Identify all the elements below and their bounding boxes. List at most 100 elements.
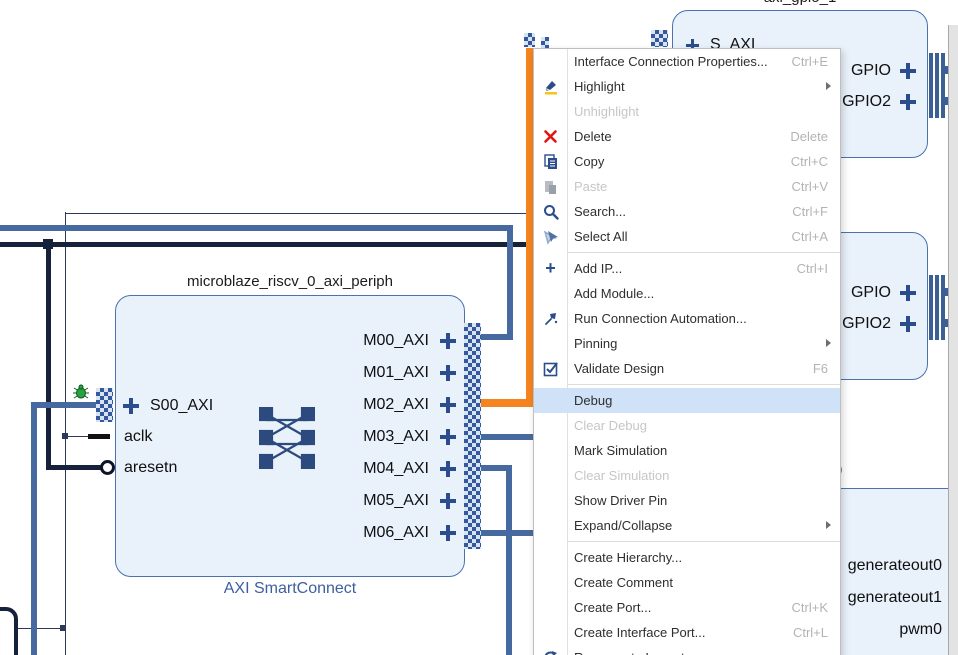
menu-item-label: Add IP...	[574, 261, 623, 276]
refresh-icon	[542, 649, 559, 655]
expand-interface-icon[interactable]	[439, 492, 457, 510]
net-thin-aclk[interactable]	[65, 436, 92, 437]
menu-item-run-connection-automation[interactable]: Run Connection Automation...	[534, 306, 840, 331]
wire-s00[interactable]	[34, 402, 98, 408]
expand-interface-icon[interactable]	[439, 460, 457, 478]
interface-dots	[464, 419, 481, 453]
menu-item-add-module[interactable]: Add Module...	[534, 281, 840, 306]
wire-m06[interactable]	[481, 530, 533, 536]
menu-item-label: Copy	[574, 154, 605, 169]
wire-m02-highlighted[interactable]	[481, 399, 533, 407]
port-m04_axi[interactable]: M04_AXI	[363, 458, 457, 480]
menu-item-label: Clear Debug	[574, 418, 647, 433]
menu-separator	[534, 381, 840, 388]
menu-item-create-hierarchy[interactable]: Create Hierarchy...	[534, 545, 840, 570]
port-gpio2[interactable]: GPIO2	[842, 315, 891, 332]
net-aresetn[interactable]	[46, 465, 102, 470]
menu-item-label: Select All	[574, 229, 628, 244]
port-gpio[interactable]: GPIO	[850, 284, 891, 301]
port-pwm0[interactable]: pwm0	[660, 619, 942, 641]
port-generateout1[interactable]: generateout1	[660, 587, 942, 609]
port-m00_axi[interactable]: M00_AXI	[363, 330, 457, 352]
wire-m02-highlighted-vertical[interactable]	[526, 48, 533, 407]
interface-dots	[541, 37, 549, 48]
interface-dots	[464, 483, 481, 517]
expand-interface-icon[interactable]	[899, 315, 917, 333]
submenu-arrow-icon	[826, 82, 831, 90]
menu-item-create-port[interactable]: Create Port...Ctrl+K	[534, 595, 840, 620]
automation-icon	[542, 310, 559, 327]
net-reset-horizontal[interactable]	[0, 242, 527, 247]
menu-item-unhighlight: Unhighlight	[534, 99, 840, 124]
expand-interface-icon[interactable]	[899, 93, 917, 111]
wire-m00-vertical[interactable]	[507, 225, 513, 337]
net-reset-vertical[interactable]	[46, 242, 51, 470]
menu-item-create-comment[interactable]: Create Comment	[534, 570, 840, 595]
menu-item-label: Create Comment	[574, 575, 673, 590]
smartconnect-block[interactable]: S00_AXI aclk aresetn M00_AXI M01_AXI M02_A…	[115, 295, 465, 577]
menu-item-regenerate-layout[interactable]: Regenerate Layout	[534, 645, 840, 655]
menu-item-label: Debug	[574, 393, 613, 408]
menu-shortcut: Ctrl+F	[792, 204, 828, 219]
canvas-edge-strip	[948, 25, 958, 655]
port-aclk[interactable]: aclk	[124, 428, 153, 445]
menu-item-create-interface-port[interactable]: Create Interface Port...Ctrl+L	[534, 620, 840, 645]
net-thin-horizontal-top[interactable]	[65, 213, 527, 214]
port-m01_axi[interactable]: M01_AXI	[363, 362, 457, 384]
port-label: M06_AXI	[363, 524, 429, 541]
expand-interface-icon[interactable]	[685, 38, 700, 53]
bug-icon	[73, 384, 89, 399]
wire-m04[interactable]	[481, 465, 512, 471]
interface-dots	[464, 323, 481, 357]
search-icon	[542, 203, 559, 220]
wire-m04-vertical[interactable]	[506, 465, 512, 655]
interface-dots	[524, 33, 535, 47]
expand-interface-icon[interactable]	[439, 396, 457, 414]
port-m03_axi[interactable]: M03_AXI	[363, 426, 457, 448]
expand-interface-icon[interactable]	[439, 524, 457, 542]
port-m02_axi[interactable]: M02_AXI	[363, 394, 457, 416]
expand-interface-icon[interactable]	[899, 284, 917, 302]
paste-icon	[542, 178, 559, 195]
interface-dots	[464, 451, 481, 485]
port-generateout0[interactable]: generateout0	[660, 555, 942, 577]
port-gpio2[interactable]: GPIO2	[842, 93, 891, 110]
smartconnect-title: microblaze_riscv_0_axi_periph	[187, 273, 393, 290]
port-aresetn[interactable]: aresetn	[124, 459, 178, 476]
partial-block-bottom-left[interactable]	[0, 607, 18, 655]
wire-m00[interactable]	[481, 334, 513, 340]
menu-item-show-driver-pin[interactable]: Show Driver Pin	[534, 488, 840, 513]
port-label: M04_AXI	[363, 460, 429, 477]
port-m06_axi[interactable]: M06_AXI	[363, 522, 457, 544]
port-gpio[interactable]: GPIO	[850, 62, 891, 79]
menu-item-expand-collapse[interactable]: Expand/Collapse	[534, 513, 840, 538]
expand-interface-icon[interactable]	[439, 332, 457, 350]
menu-item-interface-connection-properties[interactable]: Interface Connection Properties...Ctrl+E	[534, 49, 840, 74]
menu-item-mark-simulation[interactable]: Mark Simulation	[534, 438, 840, 463]
smartconnect-type-label: AXI SmartConnect	[223, 580, 357, 597]
menu-item-label: Show Driver Pin	[574, 493, 668, 508]
expand-interface-icon[interactable]	[899, 62, 917, 80]
menu-gutter-separator	[567, 49, 568, 655]
wire-axi-horizontal-top[interactable]	[0, 225, 513, 231]
port-m05_axi[interactable]: M05_AXI	[363, 490, 457, 512]
menu-shortcut: Delete	[790, 129, 828, 144]
expand-interface-icon[interactable]	[439, 428, 457, 446]
menu-item-add-ip[interactable]: +Add IP...Ctrl+I	[534, 256, 840, 281]
menu-item-pinning[interactable]: Pinning	[534, 331, 840, 356]
port-s00-axi[interactable]: S00_AXI	[150, 397, 214, 414]
wire-m03[interactable]	[481, 434, 533, 440]
interface-dots	[96, 388, 113, 422]
menu-item-highlight[interactable]: Highlight	[534, 74, 840, 99]
wire-s00-vertical[interactable]	[31, 402, 37, 655]
expand-interface-icon[interactable]	[122, 397, 140, 415]
menu-item-search[interactable]: Search...Ctrl+F	[534, 199, 840, 224]
menu-item-debug[interactable]: Debug	[534, 388, 840, 413]
aresetn-inverter-bubble	[100, 460, 115, 475]
expand-interface-icon[interactable]	[439, 364, 457, 382]
